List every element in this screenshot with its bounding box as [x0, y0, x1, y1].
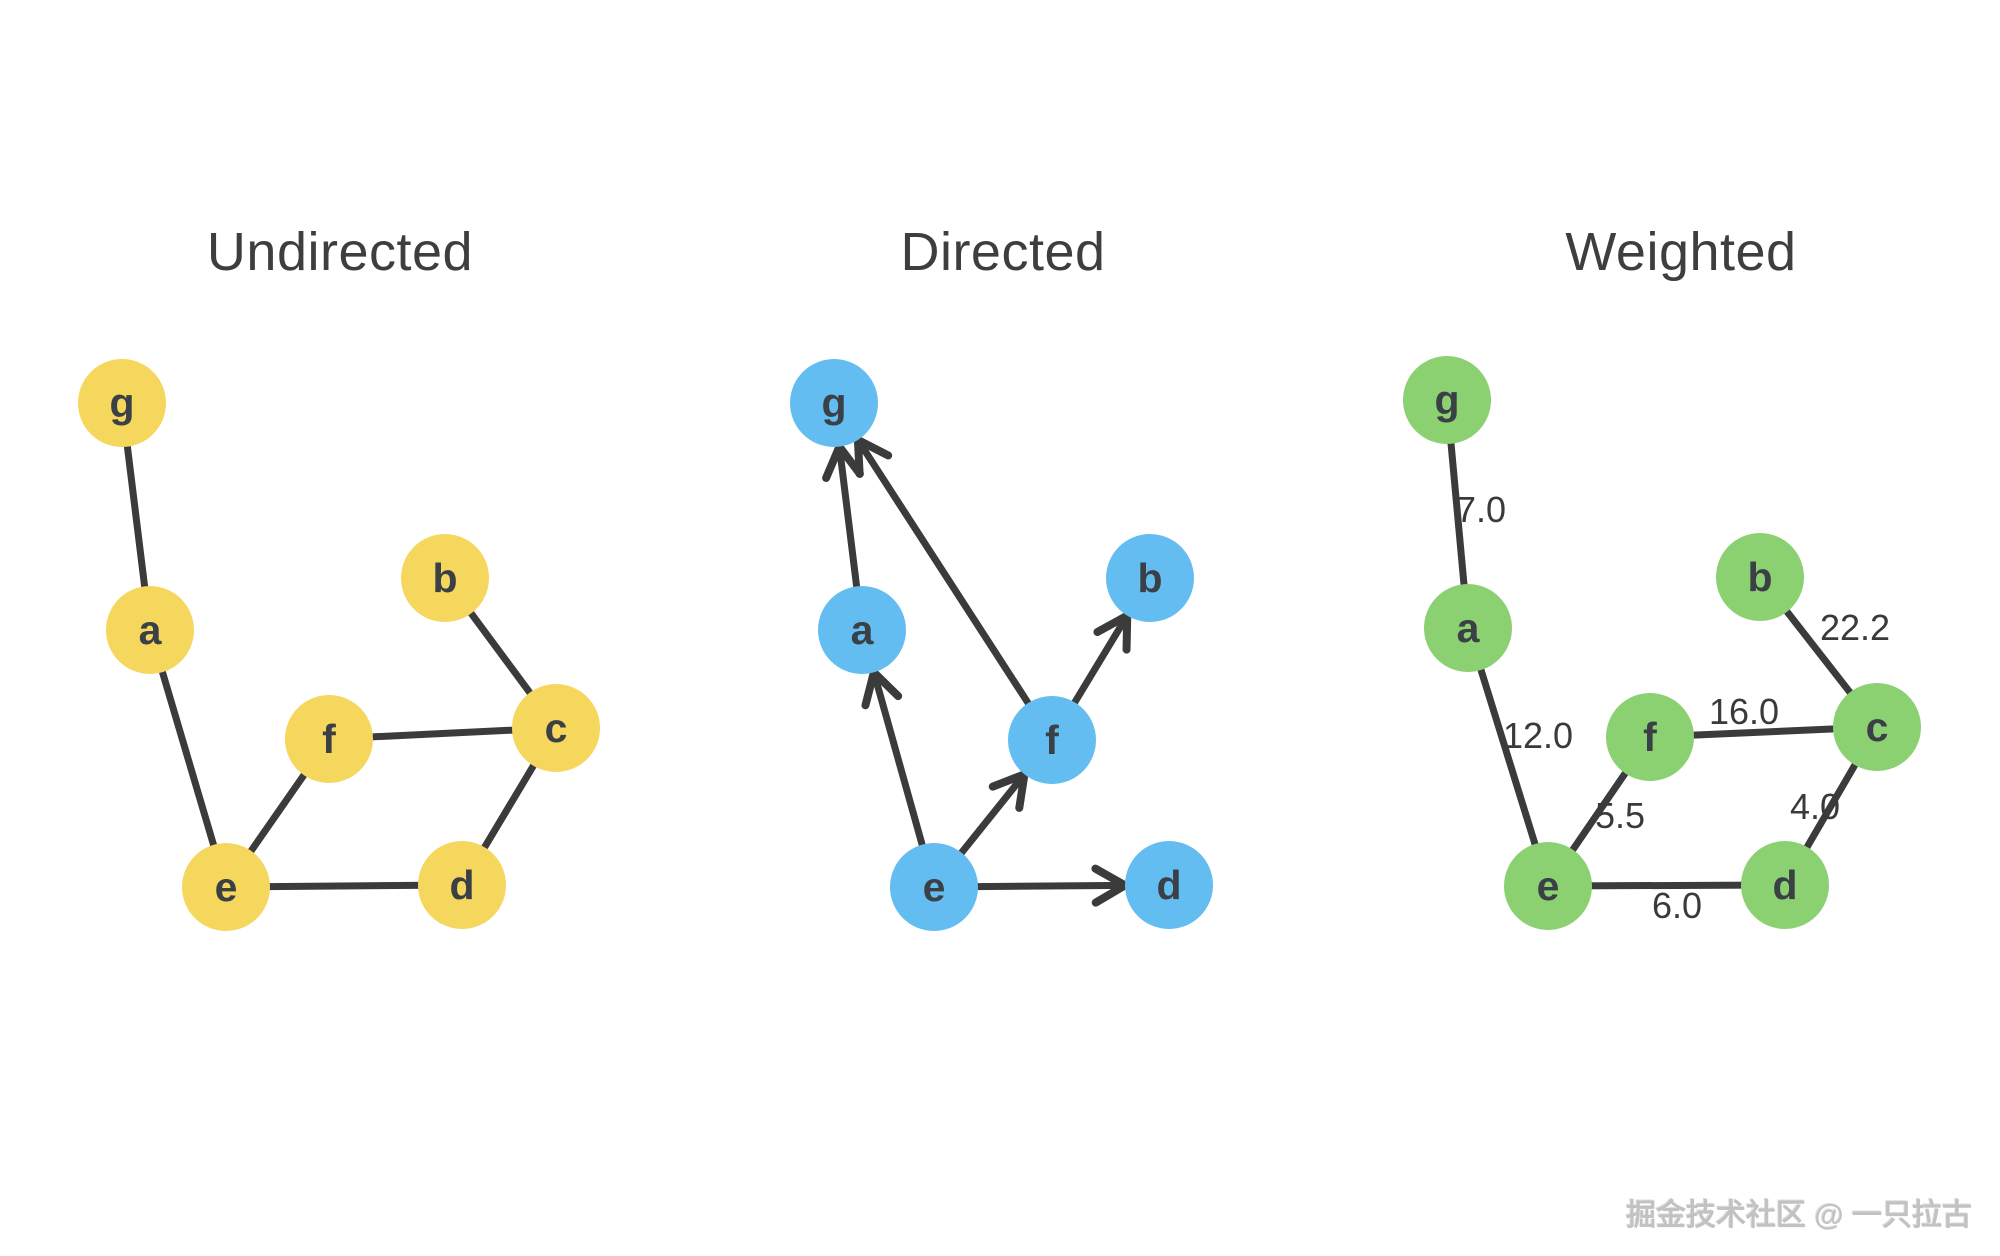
node-label-g: g	[821, 380, 846, 426]
node-circle-f	[1008, 696, 1096, 784]
node-circle-a	[106, 586, 194, 674]
arrowhead-icon	[1093, 611, 1132, 654]
directed-node-d: d	[1125, 841, 1213, 929]
node-circle-c	[1833, 683, 1921, 771]
node-circle-f	[1606, 693, 1694, 781]
edge-weight-g-a: 7.0	[1456, 489, 1506, 530]
node-label-e: e	[215, 864, 238, 910]
node-label-b: b	[1747, 554, 1772, 600]
node-label-e: e	[1537, 863, 1560, 909]
node-label-g: g	[1434, 377, 1459, 423]
node-circle-e	[890, 843, 978, 931]
node-label-d: d	[1772, 862, 1797, 908]
directed-node-a: a	[818, 586, 906, 674]
undirected-node-b: b	[401, 534, 489, 622]
weighted-edge-a-e: 12.0	[1464, 624, 1573, 890]
node-label-a: a	[1457, 605, 1481, 651]
weighted-node-a: a	[1424, 584, 1512, 672]
directed-node-f: f	[1008, 696, 1096, 784]
weighted-node-c: c	[1833, 683, 1921, 771]
weighted-node-f: f	[1606, 693, 1694, 781]
arrowhead-icon	[861, 668, 903, 710]
node-label-d: d	[449, 862, 474, 908]
edge-weight-c-d: 4.0	[1790, 786, 1840, 827]
graph-title-weighted: Weighted	[1565, 222, 1796, 282]
arrow-shaft-f-g	[854, 436, 1056, 744]
node-circle-e	[182, 843, 270, 931]
node-label-b: b	[432, 555, 457, 601]
edge-line-a-e	[146, 626, 230, 891]
undirected-node-c: c	[512, 684, 600, 772]
node-label-a: a	[851, 607, 875, 653]
graph-title-undirected: Undirected	[207, 222, 473, 282]
node-circle-g	[1403, 356, 1491, 444]
node-circle-f	[285, 695, 373, 783]
directed-node-g: g	[790, 359, 878, 447]
edge-weight-b-c: 22.2	[1820, 607, 1890, 648]
node-label-b: b	[1137, 555, 1162, 601]
graph-weighted: Weighted 7.0 12.0 22.2 16.0 5.5 4.0 6.0 g a b c f e d	[1403, 222, 1921, 930]
node-circle-b	[1716, 533, 1804, 621]
node-circle-d	[418, 841, 506, 929]
node-label-e: e	[923, 864, 946, 910]
node-circle-c	[512, 684, 600, 772]
edge-weight-f-e: 5.5	[1595, 795, 1645, 836]
directed-node-b: b	[1106, 534, 1194, 622]
node-circle-a	[1424, 584, 1512, 672]
graph-title-directed: Directed	[900, 222, 1105, 282]
graph-directed: Directed g a b f e d	[790, 222, 1213, 931]
weighted-node-b: b	[1716, 533, 1804, 621]
undirected-node-g: g	[78, 359, 166, 447]
edge-weight-f-c: 16.0	[1709, 691, 1779, 732]
node-circle-d	[1741, 841, 1829, 929]
node-label-c: c	[545, 705, 568, 751]
node-label-f: f	[1045, 717, 1059, 763]
node-circle-b	[1106, 534, 1194, 622]
node-circle-a	[818, 586, 906, 674]
node-circle-d	[1125, 841, 1213, 929]
undirected-node-e: e	[182, 843, 270, 931]
watermark-text: 掘金技术社区 @ 一只拉古	[1626, 1199, 1972, 1232]
directed-node-e: e	[890, 843, 978, 931]
weighted-node-e: e	[1504, 842, 1592, 930]
weighted-node-g: g	[1403, 356, 1491, 444]
node-label-c: c	[1866, 704, 1889, 750]
weighted-node-d: d	[1741, 841, 1829, 929]
edge-weight-a-e: 12.0	[1503, 715, 1573, 756]
node-circle-g	[78, 359, 166, 447]
arrowhead-icon	[1091, 864, 1130, 907]
node-circle-e	[1504, 842, 1592, 930]
node-label-f: f	[1643, 714, 1657, 760]
undirected-edge-a-e	[146, 626, 230, 891]
node-label-d: d	[1156, 862, 1181, 908]
node-circle-g	[790, 359, 878, 447]
node-label-a: a	[139, 607, 163, 653]
node-label-f: f	[322, 716, 336, 762]
undirected-node-a: a	[106, 586, 194, 674]
edge-weight-e-d: 6.0	[1652, 885, 1702, 926]
undirected-node-d: d	[418, 841, 506, 929]
graph-undirected: Undirected g a b c f e d	[78, 222, 600, 931]
node-label-g: g	[109, 380, 134, 426]
node-circle-b	[401, 534, 489, 622]
directed-edge-f-g	[853, 435, 1056, 744]
edge-line-a-e	[1464, 624, 1552, 890]
undirected-node-f: f	[285, 695, 373, 783]
